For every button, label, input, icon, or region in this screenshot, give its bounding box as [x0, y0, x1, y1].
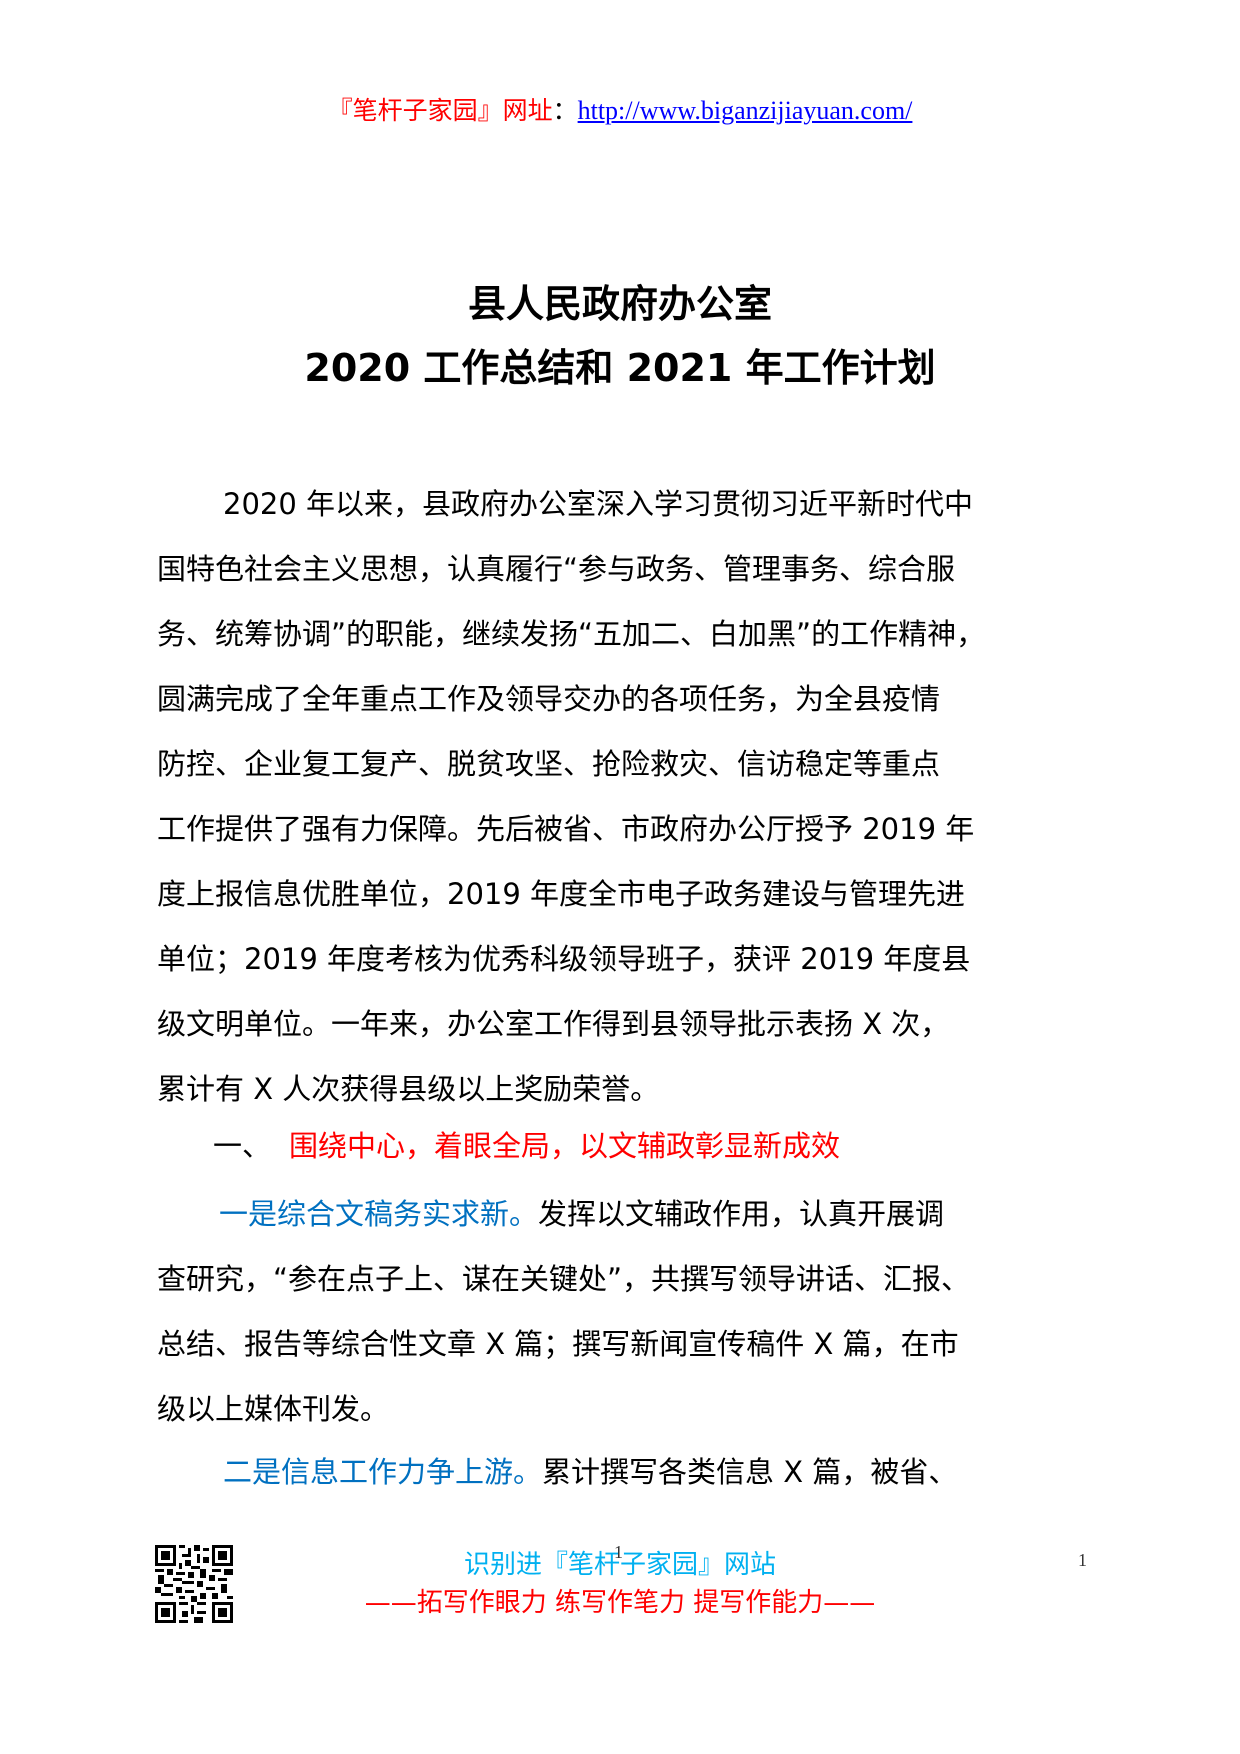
intro-line: 级文明单位。一年来，办公室工作得到县领导批示表扬 X 次，	[157, 1007, 950, 1041]
intro-line: 圆满完成了全年重点工作及领导交办的各项任务，为全县疫情	[157, 682, 941, 716]
item1-line: 级以上媒体刊发。	[157, 1392, 390, 1426]
footer-slogan-line2: ——拓写作眼力 练写作笔力 提写作能力——	[364, 1588, 876, 1618]
site-brand: 『笔杆子家园』网址	[327, 96, 553, 125]
header-colon: ：	[552, 98, 578, 125]
intro-line: 2020 年以来，县政府办公室深入学习贯彻习近平新时代中	[223, 487, 974, 521]
intro-line: 累计有 X 人次获得县级以上奖励荣誉。	[157, 1072, 660, 1106]
site-header: 『笔杆子家园』网址：http://www.biganzijiayuan.com/	[0, 94, 1240, 129]
qr-code-icon[interactable]	[155, 1545, 233, 1623]
page-number-right: 1	[1078, 1550, 1087, 1570]
site-url-link[interactable]: http://www.biganzijiayuan.com/	[577, 96, 913, 125]
section-heading-text: 围绕中心，着眼全局，以文辅政彰显新成效	[289, 1129, 841, 1163]
item2-lead: 二是信息工作力争上游。	[223, 1455, 543, 1489]
intro-line: 单位；2019 年度考核为优秀科级领导班子，获评 2019 年度县	[157, 942, 971, 976]
document-title-line1: 县人民政府办公室	[467, 282, 772, 326]
footer-slogan-line1: 识别进『笔杆子家园』网站	[463, 1550, 776, 1580]
intro-line: 防控、企业复工复产、脱贫攻坚、抢险救灾、信访稳定等重点	[157, 747, 941, 781]
document-title-line2: 2020 工作总结和 2021 年工作计划	[304, 346, 936, 390]
item1-paragraph: 一是综合文稿务实求新。发挥以文辅政作用，认真开展调 查研究，“参在点子上、谋在关…	[157, 1182, 1097, 1442]
item1-first-line-rest: 发挥以文辅政作用，认真开展调	[538, 1197, 945, 1231]
section-number: 一、	[213, 1129, 272, 1163]
item1-line: 查研究，“参在点子上、谋在关键处”，共撰写领导讲话、汇报、	[157, 1262, 971, 1296]
item1-lead: 一是综合文稿务实求新。	[219, 1197, 539, 1231]
intro-line: 务、统筹协调”的职能，继续发扬“五加二、白加黑”的工作精神，	[157, 617, 986, 651]
item2-first-line-rest: 累计撰写各类信息 X 篇，被省、	[542, 1455, 958, 1489]
item2-paragraph: 二是信息工作力争上游。累计撰写各类信息 X 篇，被省、	[157, 1440, 1097, 1505]
intro-line: 工作提供了强有力保障。先后被省、市政府办公厅授予 2019 年	[157, 812, 975, 846]
intro-line: 国特色社会主义思想，认真履行“参与政务、管理事务、综合服	[157, 552, 956, 586]
section-heading-1: 一、围绕中心，着眼全局，以文辅政彰显新成效	[213, 1126, 840, 1166]
item1-line: 总结、报告等综合性文章 X 篇；撰写新闻宣传稿件 X 篇，在市	[157, 1327, 959, 1361]
page-number-center: 1	[614, 1542, 623, 1562]
intro-line: 度上报信息优胜单位，2019 年度全市电子政务建设与管理先进	[157, 877, 966, 911]
intro-paragraph: 2020 年以来，县政府办公室深入学习贯彻习近平新时代中 国特色社会主义思想，认…	[157, 472, 1097, 1122]
item1-first-line: 一是综合文稿务实求新。发挥以文辅政作用，认真开展调	[157, 1182, 1097, 1247]
item2-first-line: 二是信息工作力争上游。累计撰写各类信息 X 篇，被省、	[157, 1440, 1097, 1505]
